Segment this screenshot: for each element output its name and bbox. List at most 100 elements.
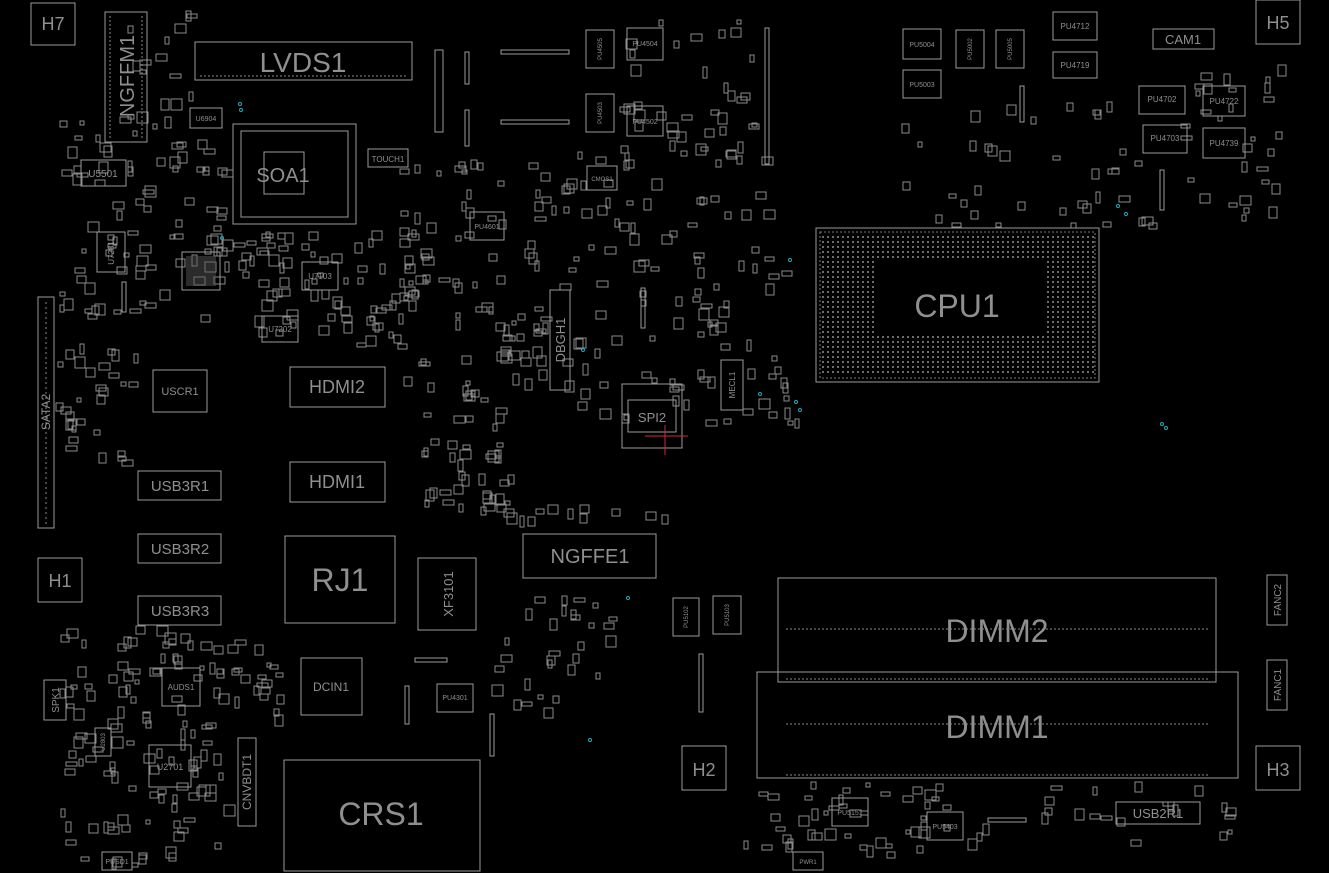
component-pu5003[interactable]: PU5003 (902, 69, 942, 99)
component-pu4503[interactable]: PU4503 (585, 93, 615, 133)
component-pu4703[interactable]: PU4703 (1142, 124, 1188, 154)
component-soa1[interactable]: SOA1 (232, 123, 357, 225)
smd-pad (783, 395, 790, 402)
smd-pad (184, 197, 195, 206)
mounting-hole-h2[interactable]: H2 (681, 745, 727, 791)
smd-pad (588, 244, 595, 251)
smd-pad (258, 327, 268, 338)
component-cam1[interactable]: CAM1 (1152, 28, 1215, 50)
smd-pad (1095, 191, 1101, 204)
component-u6904[interactable]: U6904 (189, 107, 223, 129)
component-cpu1[interactable]: CPU1 (815, 227, 1100, 383)
component-pu4301[interactable]: PU4301 (436, 683, 474, 713)
component-cmos1[interactable]: CMOS1 (586, 165, 618, 191)
smd-pad (1228, 87, 1237, 93)
mounting-hole-h5[interactable]: H5 (1255, 0, 1301, 45)
component-dimm1[interactable]: DIMM1 (756, 671, 1239, 779)
component-u2701[interactable]: U2701 (148, 744, 192, 788)
smd-pad (340, 306, 351, 316)
component-pu5102[interactable]: PU5102 (672, 597, 700, 637)
label-u2803: U2803 (101, 733, 107, 751)
smd-pad (105, 249, 113, 257)
component-spk1[interactable]: SPK1 (43, 679, 67, 721)
component-usb3r3[interactable]: USB3R3 (137, 595, 222, 626)
component-cnvbdt1[interactable]: CNVBDT1 (237, 737, 257, 827)
component-bga-7280[interactable] (181, 251, 221, 291)
component-uscr1[interactable]: USCR1 (152, 369, 208, 413)
component-pu4505[interactable]: PU4505 (585, 29, 615, 69)
component-ngffe1[interactable]: NGFFE1 (522, 533, 657, 579)
component-xf3101[interactable]: XF3101 (417, 557, 477, 631)
smd-pad (736, 155, 743, 165)
smd-pad (403, 376, 413, 387)
component-usb3r1[interactable]: USB3R1 (137, 470, 222, 501)
component-touch1[interactable]: TOUCH1 (367, 148, 409, 168)
component-pu4719[interactable]: PU4719 (1052, 51, 1098, 79)
mounting-hole-h1[interactable]: H1 (37, 557, 83, 603)
component-u7202[interactable]: U7202 (261, 315, 299, 343)
component-ngffm1[interactable]: NGFFM1 (104, 11, 148, 143)
smd-pad (823, 810, 829, 816)
component-crs1[interactable]: CRS1 (283, 759, 481, 872)
component-hdmi1[interactable]: HDMI1 (289, 461, 386, 503)
component-pwr1[interactable]: PWR1 (792, 851, 824, 871)
smd-pad (233, 242, 246, 248)
component-rj1[interactable]: RJ1 (284, 535, 396, 624)
smd-pad (488, 253, 498, 262)
component-pu5151[interactable]: PU5151 (831, 797, 869, 827)
component-pu4722[interactable]: PU4722 (1202, 85, 1246, 117)
component-pu4504[interactable]: PU4504 (626, 27, 664, 61)
smd-pad (517, 313, 526, 321)
smd-pad (561, 595, 568, 606)
smd-pad (218, 693, 230, 705)
smd-pad (680, 150, 688, 157)
smd-pad (176, 141, 187, 148)
label-pu5003: PU5003 (909, 82, 934, 89)
component-pu4601[interactable]: PU4601 (469, 211, 505, 241)
component-pu4739[interactable]: PU4739 (1202, 127, 1246, 159)
component-pu4702[interactable]: PU4702 (1138, 85, 1186, 115)
component-usb2r1[interactable]: USB2R1 (1115, 801, 1201, 825)
component-sata2[interactable]: SATA2 (37, 296, 55, 529)
component-pu4502[interactable]: PU4502 (626, 105, 664, 137)
component-u7281[interactable]: U7281 (96, 231, 126, 273)
component-dcin1[interactable]: DCIN1 (300, 657, 363, 716)
component-u2803[interactable]: U2803 (94, 727, 112, 757)
component-u7103[interactable]: U7103 (301, 261, 339, 291)
smd-pad (542, 322, 549, 335)
component-lvds1[interactable]: LVDS1 (194, 41, 413, 81)
component-hdmi2[interactable]: HDMI2 (289, 366, 386, 408)
smd-pad (504, 637, 510, 646)
component-pusd1[interactable]: PUSD1 (101, 851, 133, 871)
mounting-hole-h7[interactable]: H7 (30, 2, 76, 46)
component-u5501[interactable]: U5501 (80, 159, 127, 187)
component-auds1[interactable]: AUDS1 (161, 667, 201, 707)
smd-pad (397, 343, 408, 350)
smd-pad (579, 504, 590, 514)
component-fanc2[interactable]: FANC2 (1266, 574, 1288, 626)
component-fanc1[interactable]: FANC1 (1266, 659, 1288, 711)
component-pu5103[interactable]: PU5103 (712, 595, 742, 635)
label-touch1: TOUCH1 (372, 155, 405, 164)
component-dbgh1[interactable]: DBGH1 (549, 289, 571, 391)
component-mecl1[interactable]: MECL1 (720, 359, 744, 411)
smd-pad (1271, 183, 1281, 195)
component-usb3r2[interactable]: USB3R2 (137, 533, 222, 564)
smd-pad (462, 444, 471, 450)
mounting-hole-h3[interactable]: H3 (1255, 745, 1301, 791)
component-pu5002[interactable]: PU5002 (955, 29, 985, 69)
component-spi2[interactable]: SPI2 (621, 383, 688, 455)
smd-pad (135, 625, 146, 635)
component-pu5005[interactable]: PU5005 (995, 29, 1025, 69)
component-pu5004[interactable]: PU5004 (902, 28, 942, 60)
smd-pad (304, 279, 310, 290)
smd-pad (705, 419, 718, 427)
smd-pad (547, 659, 553, 669)
smd-pad (149, 667, 162, 677)
smd-pad (74, 356, 86, 369)
component-pu5403[interactable]: PU5403 (926, 811, 964, 841)
component-pu4712[interactable]: PU4712 (1052, 11, 1098, 41)
smd-pad (725, 150, 737, 158)
component-dimm2[interactable]: DIMM2 (777, 577, 1217, 683)
